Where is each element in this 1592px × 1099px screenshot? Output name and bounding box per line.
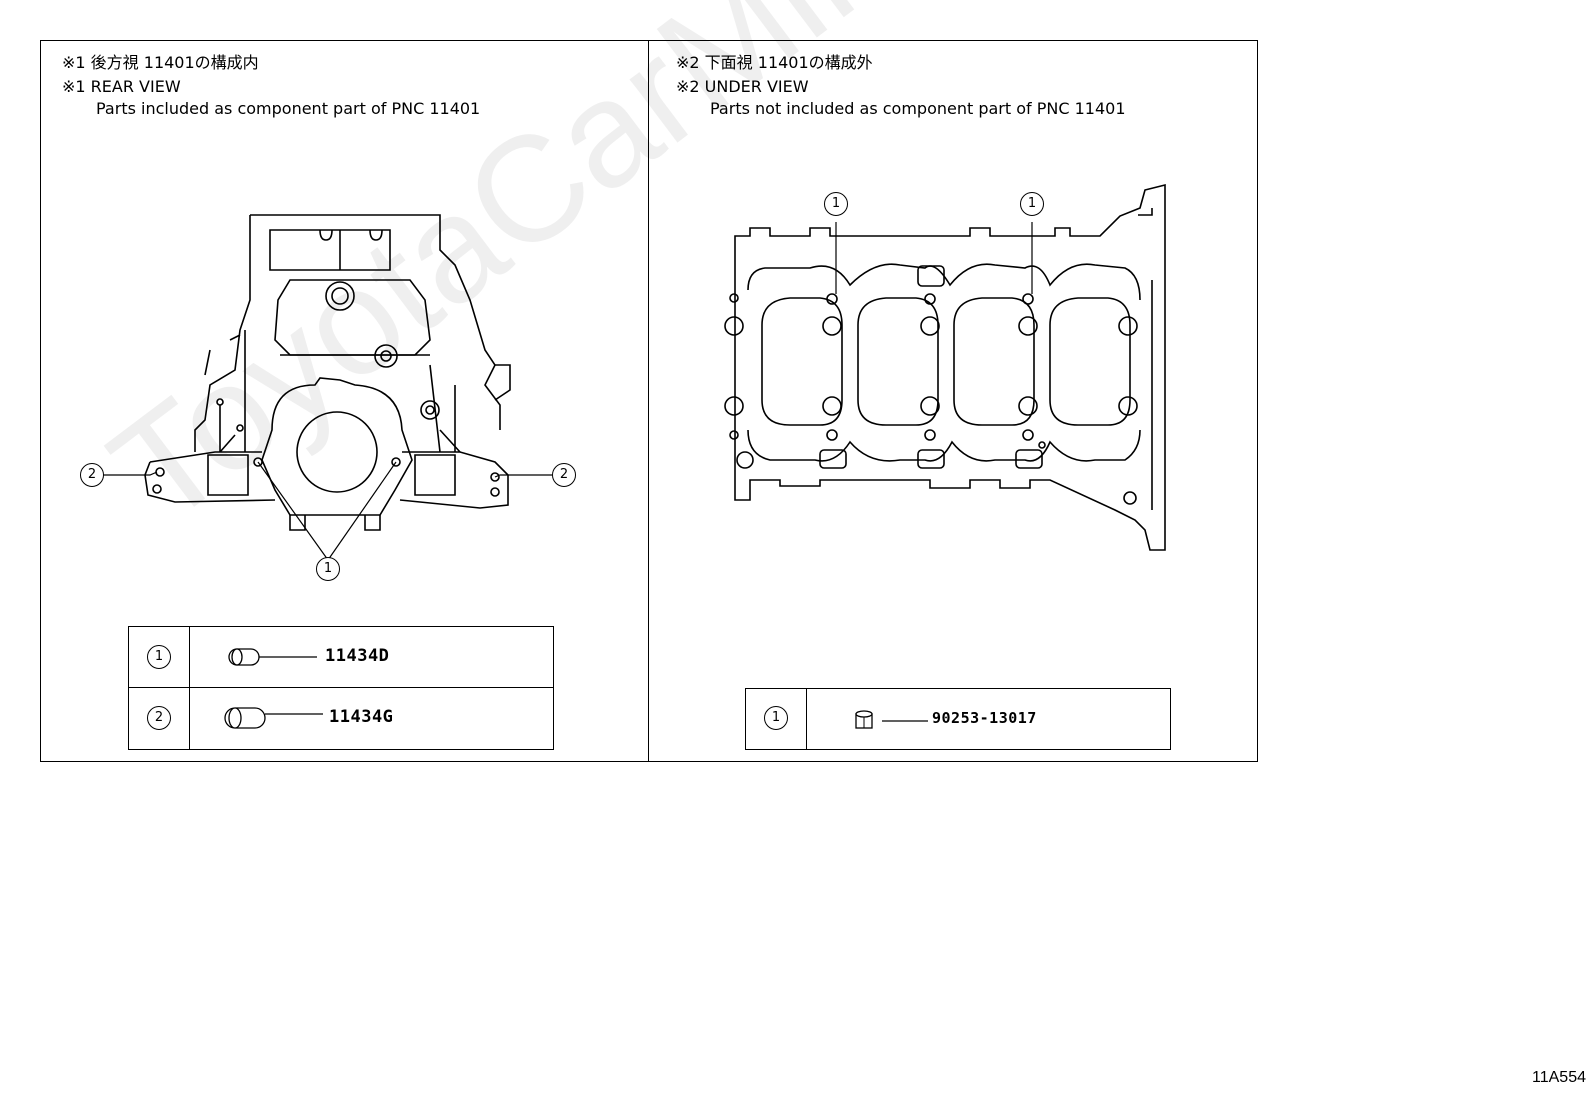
rear-view-drawing <box>40 190 640 610</box>
right-parts-table: 1 90253-13017 <box>745 688 1171 750</box>
callout-1-under-b: 1 <box>1020 192 1044 216</box>
callout-2-left: 2 <box>80 463 104 487</box>
diagram-frame <box>40 40 1258 762</box>
right-header-jp: ※2 下面視 11401の構成外 <box>676 53 873 72</box>
callout-1-bottom: 1 <box>316 557 340 581</box>
diagram-code: 11A554 <box>1532 1069 1586 1086</box>
callout-1-under-a: 1 <box>824 192 848 216</box>
right-subtitle: Parts not included as component part of … <box>710 99 1126 118</box>
ring-dowel-icon <box>855 710 928 729</box>
callout-2-right: 2 <box>552 463 576 487</box>
right-header-en: ※2 UNDER VIEW <box>676 77 809 96</box>
part-ref: 1 <box>764 706 788 730</box>
left-header-jp: ※1 後方視 11401の構成内 <box>62 53 259 72</box>
part-number: 11434D <box>325 646 390 666</box>
part-ref: 1 <box>147 645 171 669</box>
part-number: 11434G <box>329 707 394 727</box>
dowel-pin-icon <box>228 648 317 666</box>
dowel-pin-icon <box>224 707 323 729</box>
part-number: 90253-13017 <box>932 709 1037 727</box>
left-subtitle: Parts included as component part of PNC … <box>96 99 481 118</box>
under-view-drawing <box>720 180 1190 570</box>
table-row: 1 11434D <box>129 627 553 687</box>
left-parts-table: 1 11434D 2 11434G <box>128 626 554 750</box>
table-row: 2 11434G <box>129 688 553 748</box>
panel-divider <box>648 40 649 762</box>
part-ref: 2 <box>147 706 171 730</box>
left-header-en: ※1 REAR VIEW <box>62 77 181 96</box>
table-row: 1 90253-13017 <box>746 689 1170 749</box>
